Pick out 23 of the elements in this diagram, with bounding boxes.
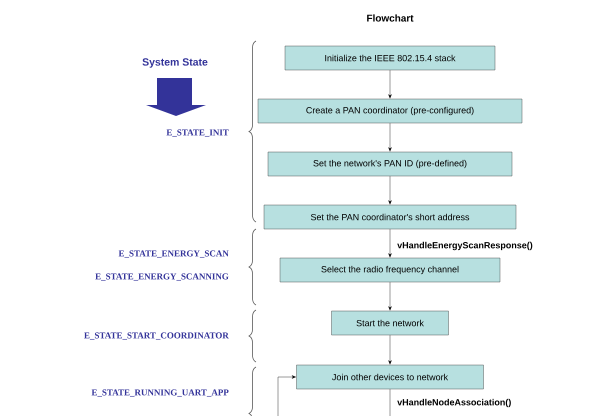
arrow (278, 375, 296, 416)
arrow (388, 335, 392, 364)
state-label: E_STATE_ENERGY_SCAN (118, 250, 229, 258)
arrow (388, 282, 392, 310)
title: Flowchart (367, 14, 414, 22)
process-box: Set the network's PAN ID (pre-defined) (268, 152, 512, 176)
state-label: E_STATE_ENERGY_SCANNING (95, 273, 229, 281)
arrow (388, 123, 392, 152)
process-box: Start the network (331, 310, 449, 336)
arrow (388, 176, 392, 204)
process-box: Initialize the IEEE 802.15.4 stack (284, 46, 496, 70)
edge-label: vHandleNodeAssociation() (396, 398, 512, 408)
process-box: Select the radio frequency channel (280, 258, 500, 282)
edge-label: vHandleEnergyScanResponse() (396, 240, 534, 252)
state-label: E_STATE_RUNNING_UART_APP (92, 389, 229, 397)
process-box: Create a PAN coordinator (pre-configured) (258, 98, 522, 124)
process-box: Join other devices to network (296, 364, 484, 390)
heading: System State (142, 58, 208, 68)
process-box: Set the PAN coordinator's short address (264, 204, 516, 230)
arrow (388, 229, 392, 258)
arrow (388, 70, 392, 98)
state-label: E_STATE_START_COORDINATOR (84, 332, 229, 340)
state-label: E_STATE_INIT (166, 129, 229, 137)
